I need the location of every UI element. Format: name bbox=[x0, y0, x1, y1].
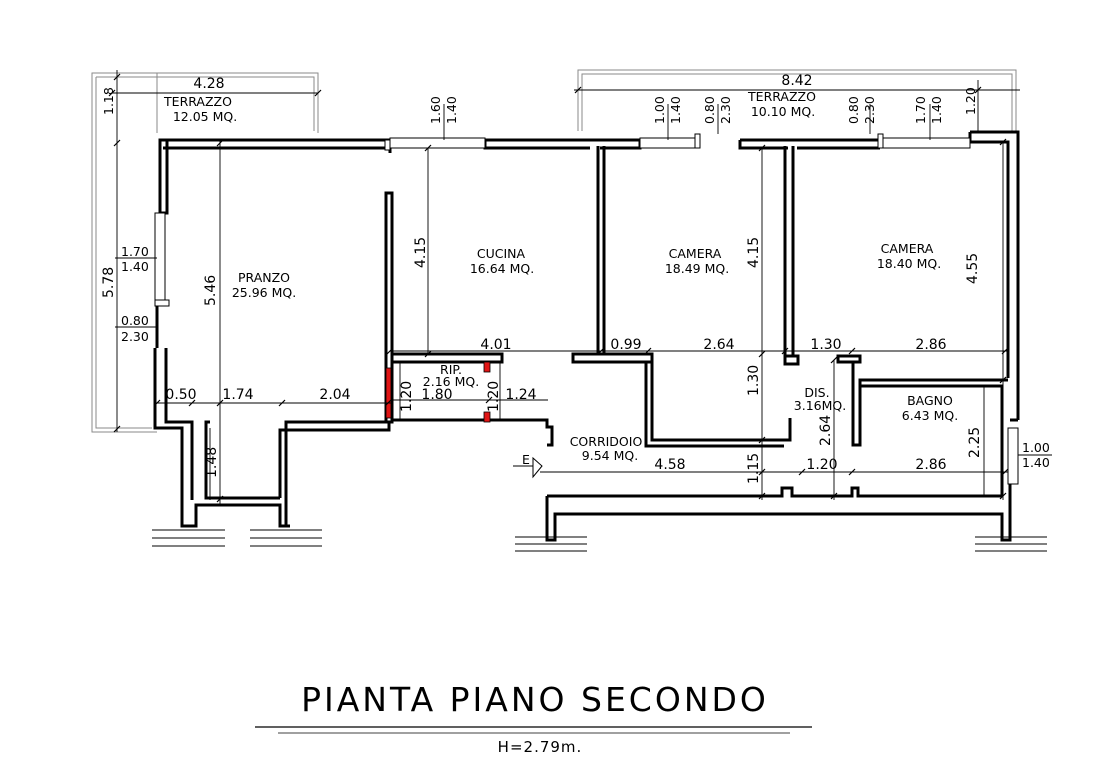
cucina-area: 16.64 MQ. bbox=[470, 261, 534, 276]
camera2-name: CAMERA bbox=[881, 241, 934, 256]
camera1-area: 18.49 MQ. bbox=[665, 261, 729, 276]
terrazzo-right-name: TERRAZZO bbox=[747, 89, 816, 104]
bagno-area: 6.43 MQ. bbox=[902, 408, 958, 423]
corridoio-name: CORRIDOIO bbox=[570, 434, 643, 449]
dim-label: 2.30 bbox=[718, 96, 733, 124]
dim-label: 1.15 bbox=[746, 453, 762, 484]
dim-label: 4.55 bbox=[965, 253, 981, 284]
dim-label: 1.00 bbox=[1022, 440, 1050, 455]
dim-label: 1.40 bbox=[929, 96, 944, 124]
dim-label: 1.60 bbox=[428, 96, 443, 124]
dim-label: 4.15 bbox=[413, 237, 429, 268]
dim-label: 0.80 bbox=[846, 96, 861, 124]
camera2-area: 18.40 MQ. bbox=[877, 256, 941, 271]
entrance-marker: E bbox=[513, 452, 543, 479]
dim-label: 1.18 bbox=[101, 87, 116, 115]
dim-label: 0.99 bbox=[610, 337, 641, 353]
dim-label: 0.50 bbox=[165, 387, 196, 403]
dim-label: 2.30 bbox=[862, 96, 877, 124]
dim-label: 4.28 bbox=[193, 76, 224, 92]
dim-label: 1.40 bbox=[444, 96, 459, 124]
dim-label: 0.80 bbox=[121, 313, 149, 328]
terrace-right-outline bbox=[577, 69, 1017, 131]
dim-label: 2.30 bbox=[121, 329, 149, 344]
pranzo-area: 25.96 MQ. bbox=[232, 285, 296, 300]
walls bbox=[153, 130, 1020, 542]
dim-label: 1.70 bbox=[913, 96, 928, 124]
dim-label: 4.58 bbox=[654, 457, 685, 473]
dim-label: 1.80 bbox=[421, 387, 452, 403]
dim-label: 4.01 bbox=[480, 337, 511, 353]
dis-name: DIS. bbox=[804, 385, 829, 400]
dis-area: 3.16MQ. bbox=[794, 398, 846, 413]
dim-label: 1.40 bbox=[121, 259, 149, 274]
dim-label: 1.20 bbox=[399, 381, 415, 412]
terrazzo-right-area: 10.10 MQ. bbox=[751, 104, 815, 119]
wall-continuation-marks bbox=[152, 529, 1047, 552]
dim-label: 2.64 bbox=[703, 337, 734, 353]
entrance-label: E bbox=[522, 452, 530, 467]
dim-label: 1.74 bbox=[222, 387, 253, 403]
dim-label: 1.70 bbox=[121, 244, 149, 259]
dim-label: 2.86 bbox=[915, 337, 946, 353]
pranzo-name: PRANZO bbox=[238, 270, 290, 285]
dim-label: 1.20 bbox=[486, 381, 502, 412]
bagno-name: BAGNO bbox=[907, 393, 953, 408]
dim-label: 1.48 bbox=[204, 447, 220, 478]
dimension-labels: 4.28 1.18 8.42 1.20 1.60 1.40 1.00 1.40 … bbox=[101, 73, 1050, 484]
corridoio-area: 9.54 MQ. bbox=[582, 448, 638, 463]
cucina-name: CUCINA bbox=[477, 246, 526, 261]
rip-name: RIP. bbox=[440, 362, 462, 377]
camera1-name: CAMERA bbox=[669, 246, 722, 261]
dim-label: 1.00 bbox=[652, 96, 667, 124]
dim-label: 1.24 bbox=[505, 387, 536, 403]
terrazzo-left-name: TERRAZZO bbox=[163, 94, 232, 109]
dim-label: 2.64 bbox=[818, 415, 834, 446]
dim-label: 5.78 bbox=[101, 267, 117, 298]
dim-label: 5.46 bbox=[203, 275, 219, 306]
plan-subtitle: H=2.79m. bbox=[497, 738, 583, 756]
room-labels: TERRAZZO 12.05 MQ. TERRAZZO 10.10 MQ. PR… bbox=[163, 89, 958, 463]
dim-label: 2.04 bbox=[319, 387, 350, 403]
terrazzo-left-area: 12.05 MQ. bbox=[173, 109, 237, 124]
rip-area: 2.16 MQ. bbox=[423, 374, 479, 389]
dim-label: 0.80 bbox=[702, 96, 717, 124]
dim-label: 8.42 bbox=[781, 73, 812, 89]
dimension-lines bbox=[108, 70, 1052, 505]
windows bbox=[154, 133, 1019, 485]
dim-label: 1.20 bbox=[806, 457, 837, 473]
dim-label: 4.15 bbox=[746, 237, 762, 268]
dim-label: 1.30 bbox=[810, 337, 841, 353]
dim-label: 1.40 bbox=[1022, 455, 1050, 470]
dim-label: 1.20 bbox=[963, 87, 978, 115]
dim-label: 1.30 bbox=[746, 365, 762, 396]
dim-label: 1.40 bbox=[668, 96, 683, 124]
red-marks bbox=[385, 361, 491, 423]
dim-label: 2.86 bbox=[915, 457, 946, 473]
plan-title: PIANTA PIANO SECONDO bbox=[301, 680, 769, 719]
dim-label: 2.25 bbox=[967, 427, 983, 458]
